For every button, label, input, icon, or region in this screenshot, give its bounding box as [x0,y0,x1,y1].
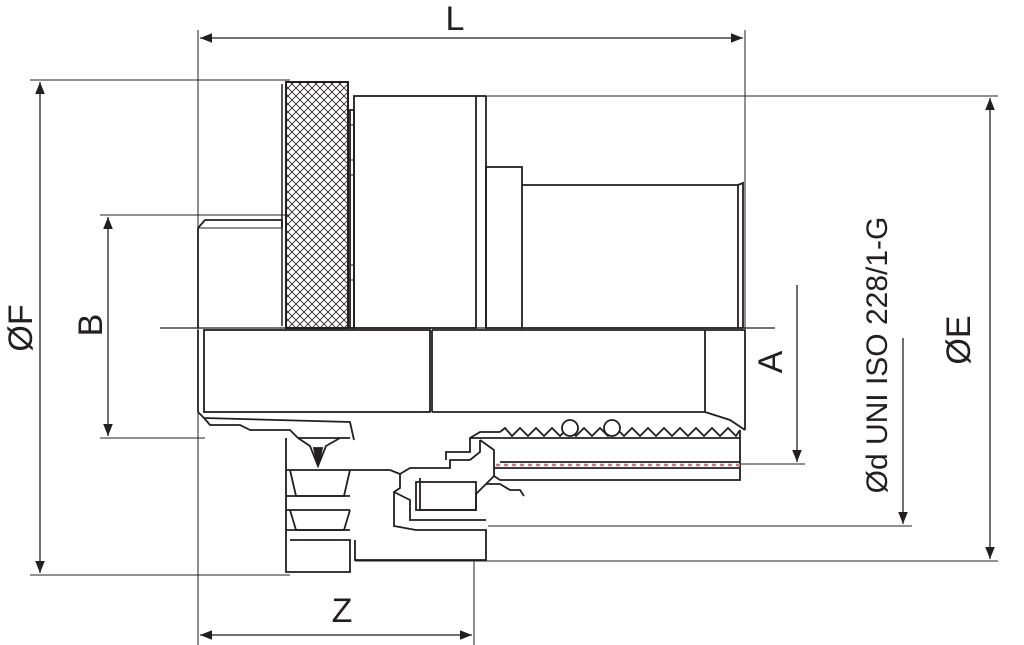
label-length: L [446,0,465,38]
label-outer-diameter-f: ØF [2,304,40,351]
knurled-ring [281,81,349,329]
extension-lines [30,30,998,645]
label-thread-d: Ød UNI ISO 228/1-G [861,217,894,494]
label-thread-b: B [72,314,110,337]
coupling-body-upper [197,95,744,329]
label-dimension-a: A [752,350,790,373]
coupling-section-lower [197,329,746,573]
label-dimension-z: Z [332,592,353,630]
dimension-lines [35,33,995,640]
label-outer-diameter-e: ØE [940,315,978,364]
